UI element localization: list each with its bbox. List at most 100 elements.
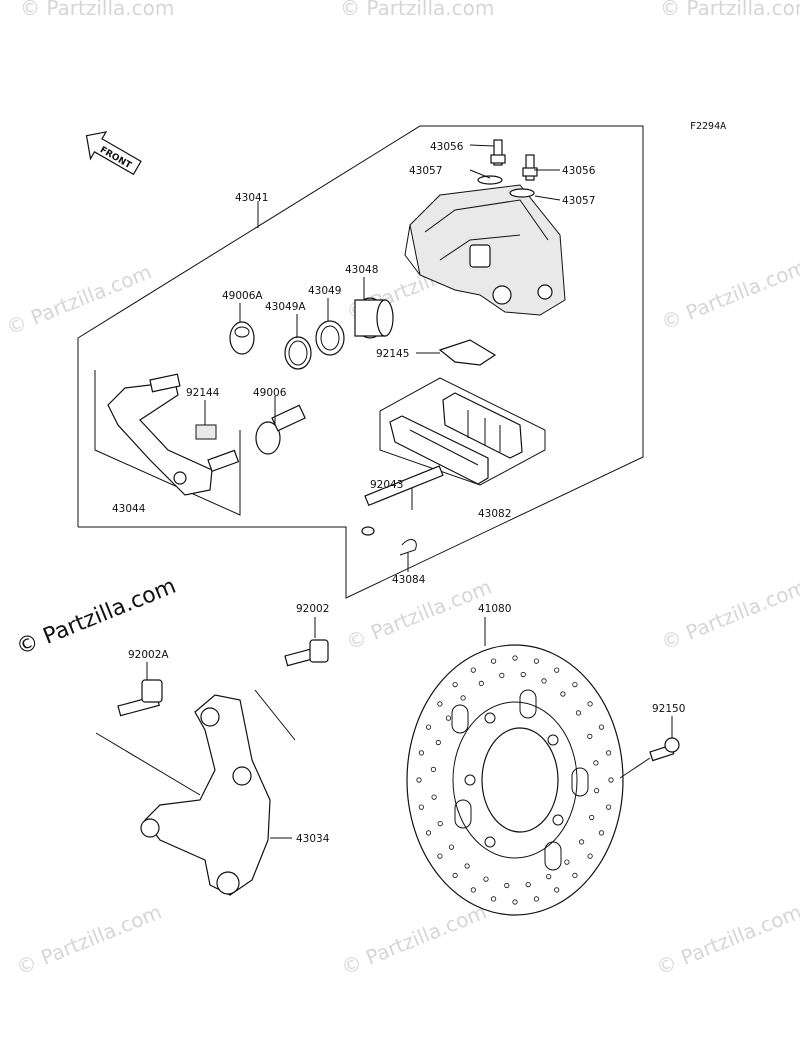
front-arrow-icon: FRONT xyxy=(85,131,142,176)
sleeve-bushing xyxy=(229,321,306,455)
label-49006[interactable]: 49006 xyxy=(253,387,287,399)
watermark: © Partzilla.com xyxy=(338,900,490,980)
disc-hole xyxy=(560,691,566,697)
disc-hole xyxy=(445,715,451,721)
disc-hole xyxy=(598,724,605,730)
disc-hole xyxy=(575,710,582,716)
watermark: © Partzilla.com xyxy=(340,0,494,20)
disc-holes xyxy=(416,655,614,905)
disc-hole xyxy=(589,814,595,821)
label-43057[interactable]: 43057 xyxy=(562,195,595,207)
disc-hole xyxy=(554,887,560,893)
disc-hole xyxy=(572,872,578,879)
disc-hole xyxy=(572,681,578,688)
bolt-92002A xyxy=(117,679,163,717)
bracket-outline xyxy=(94,370,241,516)
slide-pin xyxy=(361,465,444,536)
watermark: © Partzilla.com xyxy=(13,900,165,980)
disc-hole xyxy=(598,830,605,836)
disc-hole xyxy=(425,724,432,730)
disc-hole xyxy=(431,794,437,800)
disc-hole xyxy=(464,863,470,869)
watermark: © Partzilla.com xyxy=(660,0,800,20)
disc-hole xyxy=(605,804,612,810)
label-43082[interactable]: 43082 xyxy=(478,508,511,520)
disc-hole xyxy=(448,844,455,850)
label-92002A[interactable]: 92002A xyxy=(128,649,169,661)
label-43048[interactable]: 43048 xyxy=(345,264,378,276)
disc-hole xyxy=(593,760,599,766)
disc-hole xyxy=(533,658,540,664)
disc-hole xyxy=(554,667,560,673)
label-43049[interactable]: 43049 xyxy=(308,285,341,297)
watermark: © Partzilla.com xyxy=(3,260,155,340)
disc-hole xyxy=(499,672,505,679)
watermark: © Partzilla.com xyxy=(658,575,800,655)
brake-pad-outline xyxy=(379,377,546,486)
label-92002[interactable]: 92002 xyxy=(296,603,329,615)
disc-hole xyxy=(520,671,526,678)
disc-hole xyxy=(578,839,585,845)
disc-hole xyxy=(452,681,458,688)
label-92144[interactable]: 92144 xyxy=(186,387,220,399)
leader-lines xyxy=(95,144,673,839)
disc-hole xyxy=(605,750,612,756)
disc-hole xyxy=(437,701,443,707)
caliper-assembly-outline xyxy=(77,125,644,599)
disc-hole xyxy=(608,777,614,783)
label-49006A[interactable]: 49006A xyxy=(222,290,263,302)
disc-hole xyxy=(437,820,443,827)
label-43034[interactable]: 43034 xyxy=(296,833,330,845)
label-92145[interactable]: 92145 xyxy=(376,348,409,360)
pad-shim xyxy=(195,424,217,440)
piston xyxy=(354,297,394,339)
disc-hole xyxy=(587,853,593,859)
disc-hole xyxy=(587,733,593,740)
disc-hole xyxy=(593,787,600,794)
label-43056[interactable]: 43056 xyxy=(562,165,596,177)
figure-code: F2294A xyxy=(690,121,726,132)
disc-hole xyxy=(416,777,422,783)
disc-bolt-92150 xyxy=(649,737,680,762)
disc-hole xyxy=(430,766,436,773)
label-43044[interactable]: 43044 xyxy=(112,503,146,515)
disc-bracket xyxy=(140,694,271,896)
disc-hole xyxy=(490,658,497,664)
label-43041[interactable]: 43041 xyxy=(235,192,268,204)
caliper-bracket xyxy=(107,373,240,496)
watermark: © Partzilla.com xyxy=(343,575,495,655)
label-43049A[interactable]: 43049A xyxy=(265,301,306,313)
disc-hole xyxy=(512,655,518,661)
disc-hole xyxy=(452,872,458,879)
watermark-main: © Partzilla.com xyxy=(13,574,180,661)
disc-hole xyxy=(546,873,552,880)
disc-hole xyxy=(587,701,593,707)
disc-hole xyxy=(504,882,510,889)
disc-hole xyxy=(564,859,570,865)
disc-hole xyxy=(512,899,518,905)
label-43057[interactable]: 43057 xyxy=(409,165,442,177)
disc-hole xyxy=(525,881,531,888)
disc-hole xyxy=(437,853,443,859)
disc-hole xyxy=(418,804,424,810)
brake-pad xyxy=(389,392,523,485)
disc-hole xyxy=(460,695,466,701)
disc-hole xyxy=(470,887,476,893)
cotter-pin xyxy=(399,539,417,556)
label-43084[interactable]: 43084 xyxy=(392,574,426,586)
watermark: © Partzilla.com xyxy=(658,255,800,335)
disc-hole xyxy=(470,667,476,673)
label-41080[interactable]: 41080 xyxy=(478,603,511,615)
dust-seal xyxy=(284,336,312,370)
label-92150[interactable]: 92150 xyxy=(652,703,685,715)
bleed-valve xyxy=(477,139,538,198)
label-92043[interactable]: 92043 xyxy=(370,479,403,491)
label-43056[interactable]: 43056 xyxy=(430,141,464,153)
piston-seal xyxy=(315,320,345,356)
watermark: © Partzilla.com xyxy=(20,0,174,20)
disc-hole xyxy=(533,896,540,902)
disc-hole xyxy=(418,750,424,756)
bolt-92002 xyxy=(284,639,329,667)
